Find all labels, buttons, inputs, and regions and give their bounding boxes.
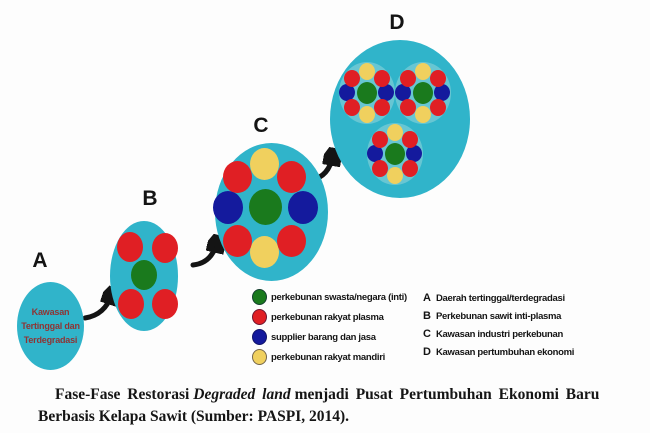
caption-line-2: Berbasis Kelapa Sawit (Sumber: PASPI, 20… [38, 408, 350, 425]
legend-item-plasma: perkebunan rakyat plasma [252, 309, 407, 325]
phase-b-circle [110, 221, 178, 331]
supplier-dot [288, 191, 318, 224]
inti-plantation-dot [131, 260, 157, 290]
plasma-plantation-dot [400, 70, 416, 87]
plasma-plantation-dot [374, 99, 390, 116]
supplier-dot [406, 145, 422, 162]
plasma-plantation-dot [152, 233, 178, 263]
legend-item-label: perkebunan rakyat plasma [271, 311, 384, 323]
mandiri-plantation-dot [415, 106, 431, 123]
arrow-a-to-b-icon [82, 294, 112, 321]
plasma-plantation-dot [118, 289, 144, 319]
mandiri-plantation-dot [250, 148, 279, 180]
plasma-plantation-dot [344, 70, 360, 87]
plasma-plantation-dot [277, 161, 306, 193]
industry-cluster [339, 62, 395, 124]
inti-plantation-dot [413, 82, 433, 104]
legend-item-mandiri: perkebunan rakyat mandiri [252, 349, 407, 365]
inti-plantation-dot [249, 189, 282, 225]
legend-item-label: perkebunan swasta/negara (inti) [271, 291, 407, 303]
mandiri-legend-dot [252, 349, 267, 365]
legend-letters: A Daerah tertinggal/terdegradasi B Perke… [423, 292, 574, 359]
legend-item-c: C Kawasan industri perkebunan [423, 328, 574, 341]
legend-letter: A [423, 292, 431, 304]
plasma-plantation-dot [223, 225, 252, 257]
plasma-legend-dot [252, 309, 267, 325]
legend-colors: perkebunan swasta/negara (inti) perkebun… [252, 289, 407, 365]
plasma-plantation-dot [372, 160, 388, 177]
industry-cluster [367, 123, 423, 185]
supplier-legend-dot [252, 329, 267, 345]
mandiri-plantation-dot [250, 236, 279, 268]
plasma-plantation-dot [344, 99, 360, 116]
plasma-plantation-dot [430, 70, 446, 87]
phase-a-circle: Kawasan Tertinggal dan Terdegradasi [17, 282, 84, 370]
supplier-dot [213, 191, 243, 224]
plasma-plantation-dot [430, 99, 446, 116]
legend-item-d: D Kawasan pertumbuhan ekonomi [423, 346, 574, 359]
legend-item-label: Kawasan pertumbuhan ekonomi [436, 347, 575, 358]
inti-plantation-dot [385, 143, 405, 165]
plasma-plantation-dot [374, 70, 390, 87]
plasma-plantation-dot [117, 232, 143, 262]
phase-d-circle [330, 40, 470, 198]
inti-plantation-dot [357, 82, 377, 104]
phase-c-circle [213, 143, 328, 281]
legend-item-supplier: supplier barang dan jasa [252, 329, 407, 345]
supplier-dot [434, 84, 450, 101]
phase-label-b: B [142, 187, 158, 210]
legend-letter: B [423, 310, 431, 322]
industry-cluster [395, 62, 451, 124]
inti-legend-dot [252, 289, 267, 305]
supplier-dot [395, 84, 411, 101]
legend-item-label: supplier barang dan jasa [271, 331, 376, 343]
plasma-plantation-dot [400, 99, 416, 116]
legend-item-label: Perkebunan sawit inti-plasma [436, 311, 562, 322]
legend-item-b: B Perkebunan sawit inti-plasma [423, 310, 574, 323]
supplier-dot [367, 145, 383, 162]
supplier-dot [339, 84, 355, 101]
legend-item-label: perkebunan rakyat mandiri [271, 351, 385, 363]
plasma-plantation-dot [402, 131, 418, 148]
mandiri-plantation-dot [359, 106, 375, 123]
phase-a-circle-text: Kawasan Tertinggal dan Terdegradasi [21, 307, 80, 345]
phase-label-c: C [253, 114, 269, 137]
legend-letter: D [423, 346, 431, 358]
phase-label-a: A [32, 249, 48, 272]
mandiri-plantation-dot [387, 167, 403, 184]
supplier-dot [378, 84, 394, 101]
legend-item-label: Daerah tertinggal/terdegradasi [436, 293, 565, 304]
phase-label-d: D [389, 11, 405, 34]
legend-letter: C [423, 328, 431, 340]
legend-item-inti: perkebunan swasta/negara (inti) [252, 289, 407, 305]
arrow-b-to-c-icon [190, 242, 217, 268]
legend-item-a: A Daerah tertinggal/terdegradasi [423, 292, 574, 305]
legend-item-label: Kawasan industri perkebunan [436, 329, 564, 340]
mandiri-plantation-dot [415, 63, 431, 80]
plasma-plantation-dot [152, 289, 178, 319]
plasma-plantation-dot [277, 225, 306, 257]
plasma-plantation-dot [402, 160, 418, 177]
mandiri-plantation-dot [359, 63, 375, 80]
plasma-plantation-dot [372, 131, 388, 148]
plasma-plantation-dot [223, 161, 252, 193]
mandiri-plantation-dot [387, 124, 403, 141]
